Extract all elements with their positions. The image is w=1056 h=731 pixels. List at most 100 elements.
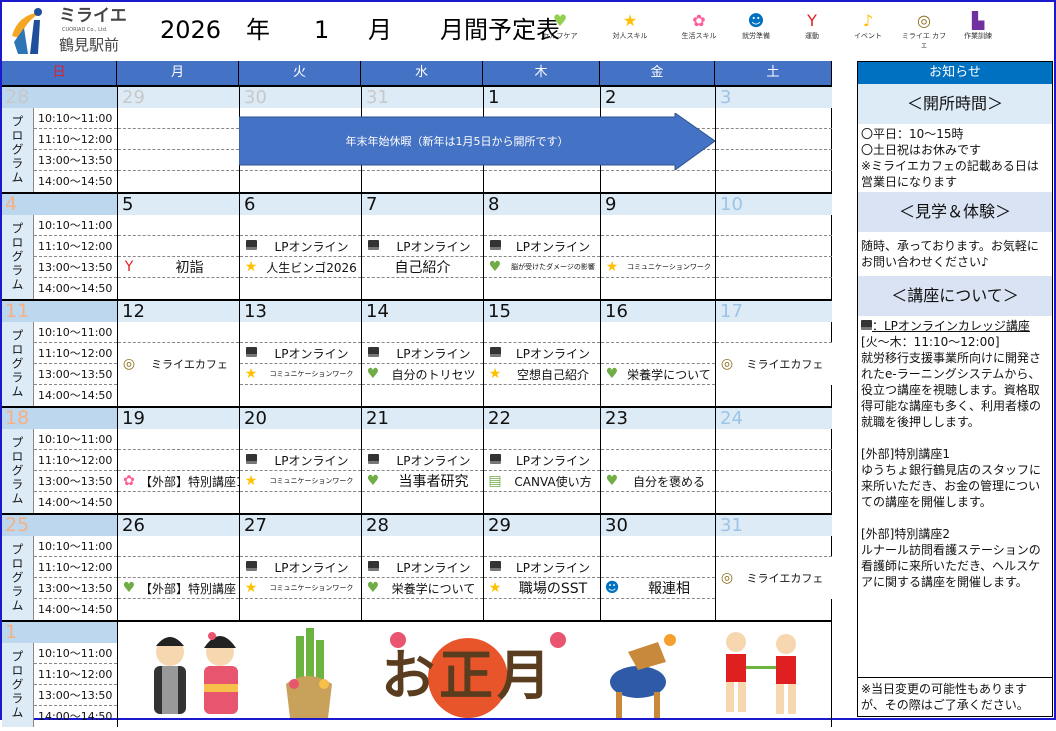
- event[interactable]: ★職場のSST: [484, 578, 600, 599]
- event[interactable]: LPオンライン: [240, 343, 361, 364]
- event[interactable]: ♥栄養学について: [362, 578, 483, 599]
- time-slot-cell: [240, 278, 361, 299]
- computer-icon: [362, 238, 384, 254]
- event-title: 【外部】特別講座1: [140, 474, 239, 489]
- legend-item: ▙ 作業訓練: [953, 10, 1003, 41]
- event[interactable]: ★コミュニケーションワーク: [601, 257, 715, 278]
- heart-icon: ♥: [122, 580, 136, 596]
- event-title: LPオンライン: [516, 453, 590, 468]
- course-ext1-title: [外部]特別講座1: [861, 447, 950, 461]
- event[interactable]: LPオンライン: [362, 236, 483, 257]
- weekday-5: 金: [600, 61, 715, 85]
- training-icon: ▙: [971, 11, 985, 30]
- computer-icon: [240, 345, 262, 361]
- date-number: 8: [484, 194, 600, 215]
- heart-icon: ♥: [366, 580, 380, 596]
- event[interactable]: ♥当事者研究: [362, 471, 483, 492]
- kimono-couple-illustration: [154, 632, 238, 714]
- date-number: 9: [601, 194, 715, 215]
- day-cell: 3: [715, 87, 832, 192]
- time-slot-cell: [118, 557, 239, 578]
- event[interactable]: LPオンライン: [240, 557, 361, 578]
- time-slot-cell: [601, 450, 715, 471]
- event[interactable]: ★コミュニケーションワーク: [240, 471, 361, 492]
- event-title: LPオンライン: [274, 453, 349, 468]
- event[interactable]: LPオンライン: [484, 450, 600, 471]
- time-slot-cell: [484, 536, 600, 557]
- event[interactable]: ★空想自己紹介: [484, 364, 600, 385]
- date-number: 14: [362, 301, 483, 322]
- event[interactable]: ★コミュニケーションワーク: [240, 578, 361, 599]
- event[interactable]: ♥【外部】特別講座２: [118, 578, 239, 599]
- time-slot-cell: [716, 429, 832, 450]
- legend-item: ☻就労準備: [731, 10, 781, 41]
- time-slot-cell: [716, 129, 832, 150]
- event[interactable]: ★コミュニケーションワーク: [240, 364, 361, 385]
- event[interactable]: ▤CANVA使い方: [484, 471, 600, 492]
- event[interactable]: ◎ミライエカフェ: [118, 343, 239, 385]
- time-slot: 14:00～14:50: [38, 389, 113, 402]
- event[interactable]: LPオンライン: [362, 557, 483, 578]
- document-icon: ▤: [488, 473, 502, 489]
- time-slot: 14:00～14:50: [38, 175, 113, 188]
- date-number: 31: [716, 515, 832, 536]
- event[interactable]: 自己紹介: [362, 257, 483, 278]
- event[interactable]: ♥栄養学について: [601, 364, 715, 385]
- event[interactable]: LPオンライン: [240, 450, 361, 471]
- title-year: 2026: [160, 16, 222, 44]
- event-title: コミュニケーションワーク: [269, 370, 354, 378]
- event[interactable]: LPオンライン: [484, 236, 600, 257]
- day-cell: 24: [715, 408, 832, 513]
- event-title: LPオンライン: [516, 560, 590, 575]
- oshogatsu-text: お正月: [381, 644, 555, 707]
- day-cell: 12◎ミライエカフェ: [117, 301, 239, 406]
- event[interactable]: ♥自分のトリセツ: [362, 364, 483, 385]
- day-cell: 17 ◎ミライエカフェ: [715, 301, 832, 406]
- date-number: 30: [601, 515, 715, 536]
- time-slot-cell: [601, 599, 715, 620]
- time-slot-cell: [601, 236, 715, 257]
- brand-name: ミライエ: [59, 6, 127, 26]
- time-slot-cell: [601, 171, 715, 192]
- time-slot-cell: [118, 215, 239, 236]
- date-number: 10: [716, 194, 832, 215]
- visit-heading: ＜見学＆体験＞: [858, 192, 1052, 232]
- date-number: 17: [716, 301, 832, 322]
- event[interactable]: ★人生ビンゴ2026: [240, 257, 361, 278]
- time-slot-cell: [362, 385, 483, 406]
- event[interactable]: LPオンライン: [484, 557, 600, 578]
- event[interactable]: ☻報連相: [601, 578, 715, 599]
- note-icon: ♪: [862, 11, 874, 30]
- event[interactable]: ♥自分を褒める: [601, 471, 715, 492]
- event[interactable]: ♥脳が受けたダメージの影響: [484, 257, 600, 278]
- time-slot: 13:00～13:50: [34, 257, 117, 278]
- event[interactable]: LPオンライン: [240, 236, 361, 257]
- weekday-3: 水: [361, 61, 483, 85]
- time-slot-cell: [716, 492, 832, 513]
- event[interactable]: LPオンライン: [362, 450, 483, 471]
- event-title: 脳が受けたダメージの影響: [511, 263, 595, 271]
- date-number: 13: [240, 301, 361, 322]
- event-title: LPオンライン: [516, 239, 590, 254]
- event-title: 人生ビンゴ2026: [266, 260, 357, 275]
- title-year-unit: 年: [246, 16, 270, 44]
- legend-label: 生活スキル: [681, 32, 717, 40]
- event[interactable]: ◎ミライエカフェ: [716, 557, 832, 599]
- event-title: 自分を褒める: [632, 474, 705, 489]
- event[interactable]: LPオンライン: [484, 343, 600, 364]
- kadomatsu-illustration: [286, 628, 332, 718]
- event[interactable]: LPオンライン: [362, 343, 483, 364]
- date-number: 29: [118, 87, 239, 108]
- event-title: ミライエカフェ: [746, 572, 824, 585]
- time-slot-cell: [118, 108, 239, 129]
- legend-label: 作業訓練: [964, 32, 992, 40]
- event[interactable]: ◎ミライエカフェ: [716, 343, 832, 385]
- event[interactable]: ✿【外部】特別講座1: [118, 471, 239, 492]
- heart-icon: ♥: [366, 473, 380, 489]
- time-slot-cell: [716, 450, 832, 471]
- legend-item: ♥セルフケア: [535, 10, 585, 41]
